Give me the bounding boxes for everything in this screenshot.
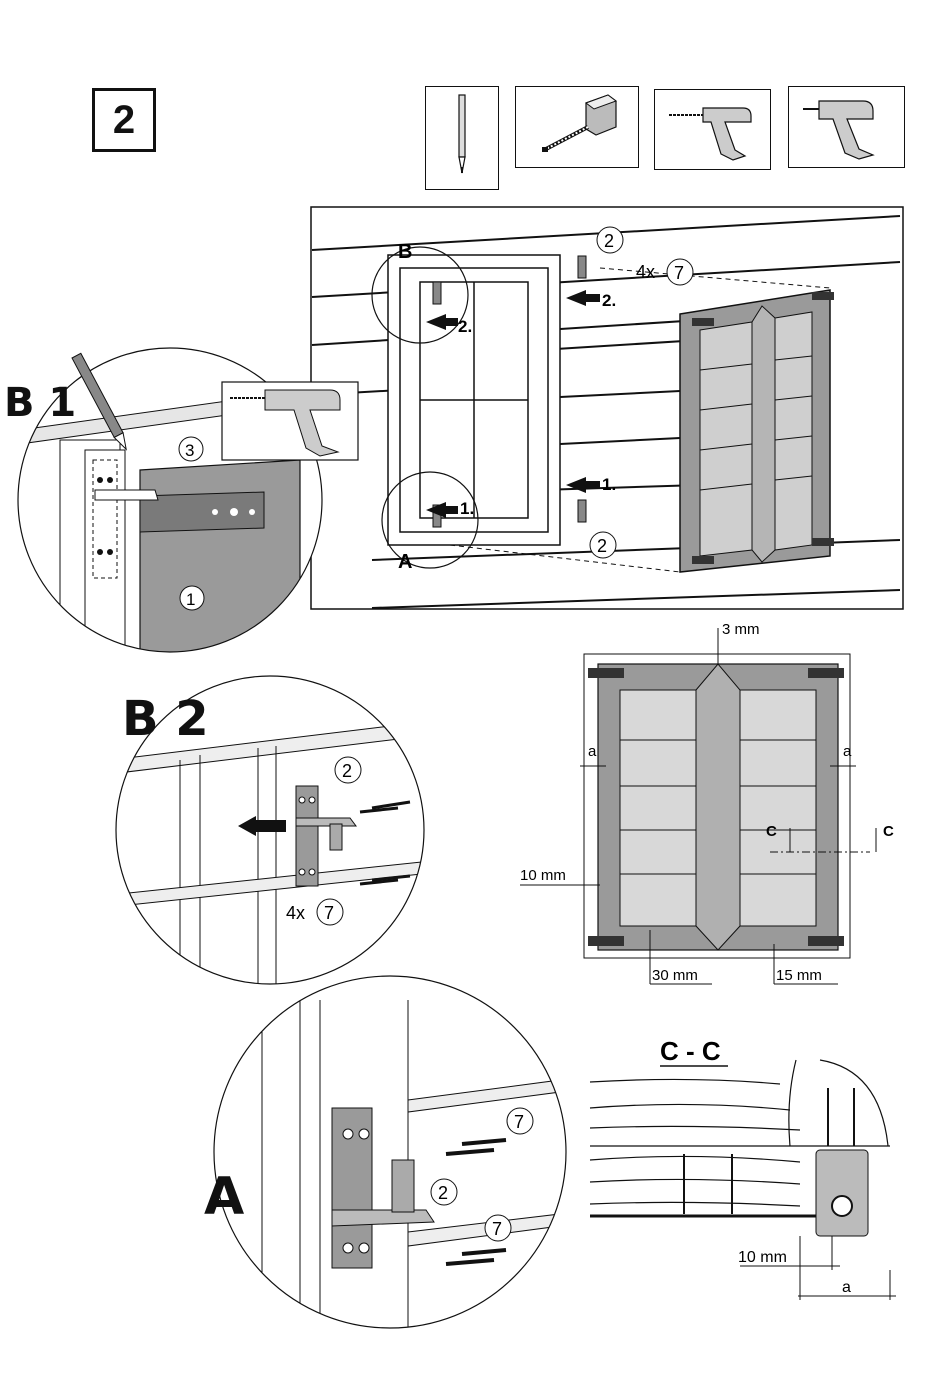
- callout-a-screw-top: 7: [514, 1112, 524, 1132]
- callout-b2-hinge: 2: [342, 761, 352, 781]
- callout-a-hinge: 2: [438, 1183, 448, 1203]
- callout-bracket: 3: [185, 441, 194, 460]
- section-cc-side-a: a: [842, 1279, 851, 1296]
- section-mark-left: C: [766, 823, 777, 840]
- dim-hinge-offset: 30 mm: [652, 967, 698, 984]
- section-cc-gap: 10 mm: [738, 1249, 787, 1266]
- callout-frame: 1: [186, 590, 195, 609]
- b2-screw-count: 4x: [286, 903, 305, 923]
- screw-count-top: 4x: [636, 262, 655, 282]
- order-2-right: 2.: [602, 291, 616, 310]
- callout-hinge-bottom: 2: [597, 536, 607, 556]
- section-mark-right: C: [883, 823, 894, 840]
- dim-bottom-offset: 10 mm: [520, 867, 566, 884]
- detail-b1-title: B 1: [4, 380, 76, 426]
- section-cc-title: C - C: [660, 1036, 721, 1066]
- callout-b2-screw: 7: [324, 903, 334, 923]
- order-2-left: 2.: [458, 317, 472, 336]
- order-1-right: 1.: [602, 475, 616, 494]
- dim-edge-offset: 15 mm: [776, 967, 822, 984]
- callout-a-screw-bottom: 7: [492, 1219, 502, 1239]
- dim-side-a-right: a: [843, 743, 852, 760]
- detail-a-title: A: [204, 1167, 244, 1227]
- detail-b2-title: B 2: [122, 691, 209, 747]
- callout-screw-top: 7: [674, 263, 684, 283]
- label-b: B: [398, 241, 412, 263]
- label-a: A: [398, 551, 412, 573]
- callout-hinge-top: 2: [604, 231, 614, 251]
- dim-side-a-left: a: [588, 743, 597, 760]
- dim-top-gap: 3 mm: [722, 621, 760, 638]
- order-1-left: 1.: [460, 499, 474, 518]
